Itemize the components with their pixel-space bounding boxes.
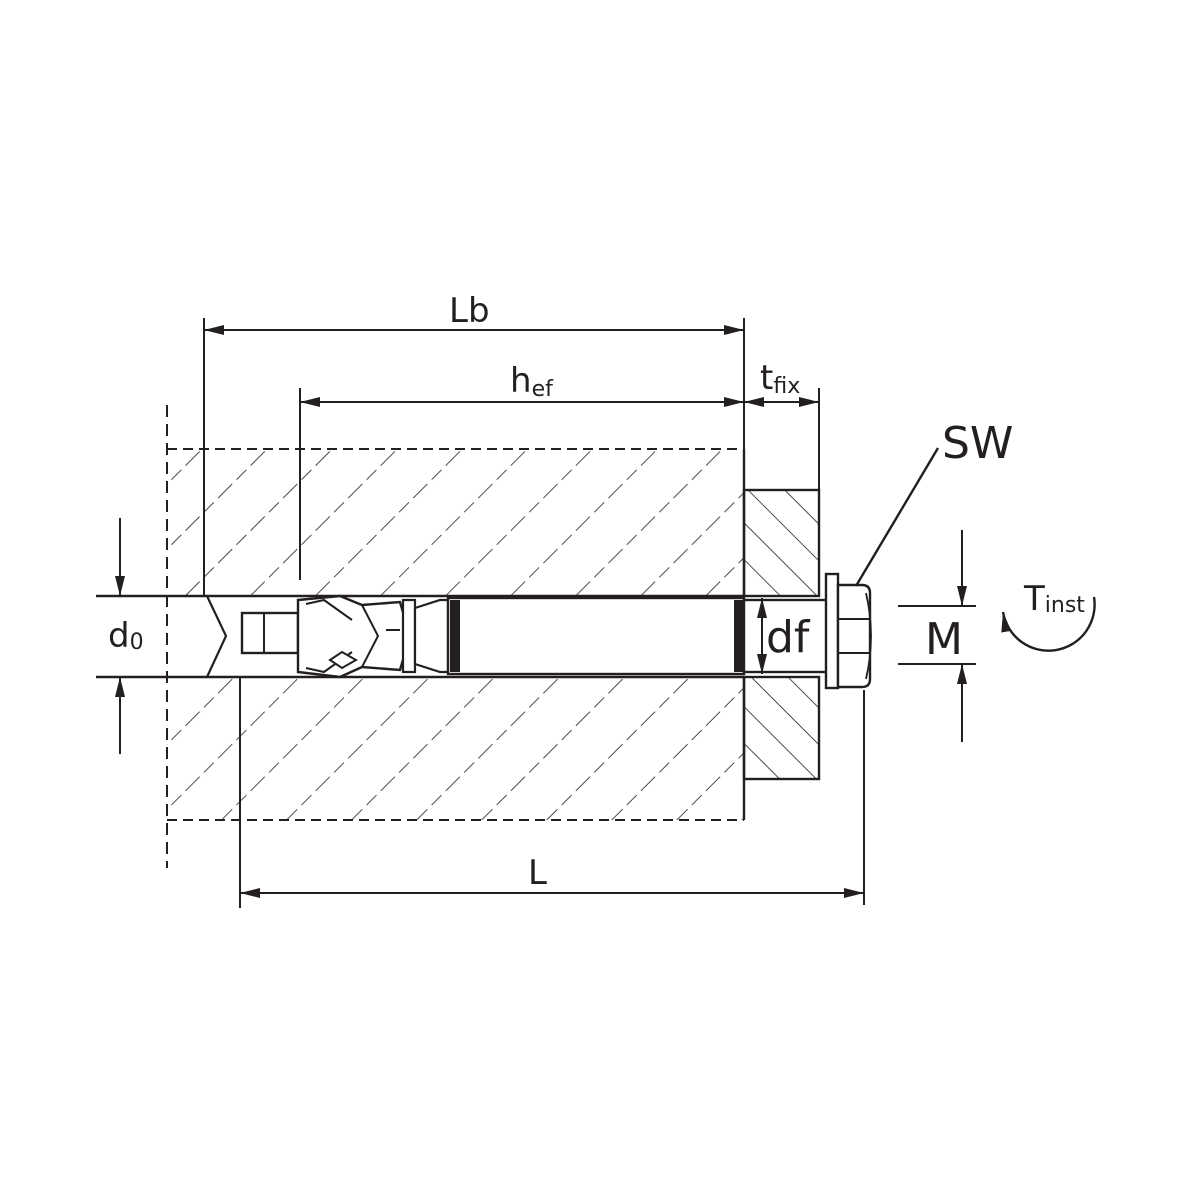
labels: Lb hef tfix SW d0 df M Tinst L [108, 291, 1085, 893]
clip-cone-edge [361, 604, 380, 668]
tinst-rotation-arrow [1001, 596, 1096, 652]
tfix-label-sub: fix [773, 374, 800, 399]
tinst-label: Tinst [1023, 579, 1085, 619]
df-label: df [766, 612, 811, 663]
expansion-clip [296, 594, 412, 679]
hef-label: hef [510, 361, 554, 402]
shank-ring-left [450, 600, 460, 672]
d0-label-sub: 0 [130, 630, 144, 655]
clip-slot-upper [305, 598, 353, 621]
anchor-bolt [240, 572, 872, 690]
sw-leader-line [854, 447, 940, 587]
base-material-lower-hatch [167, 677, 744, 820]
bolt-cone [413, 598, 450, 674]
hef-label-main: h [510, 361, 532, 401]
drill-hole-tip [206, 595, 228, 678]
fixture-plate-upper [742, 488, 821, 598]
tinst-label-main: T [1023, 579, 1045, 619]
lb-label: Lb [449, 291, 490, 331]
bolt-collar [401, 598, 417, 674]
tfix-label-main: t [760, 358, 773, 398]
dimensions [115, 318, 1096, 908]
fixture-plate-lower [742, 675, 821, 781]
base-material-upper-hatch [167, 449, 744, 596]
hef-label-sub: ef [532, 377, 555, 402]
hex-nut-chamfer [865, 592, 872, 680]
clip-diamond-mark [328, 650, 359, 670]
tfix-label: tfix [760, 358, 800, 399]
m-label: M [925, 614, 963, 665]
d0-label-main: d [108, 616, 130, 656]
tinst-label-sub: inst [1045, 593, 1086, 618]
fixture-plate [742, 488, 821, 781]
d0-label: d0 [108, 616, 144, 656]
bolt-shank [446, 596, 746, 676]
sw-label: SW [942, 418, 1013, 469]
shank-ring-right [734, 600, 744, 672]
hex-nut [836, 583, 872, 689]
washer [824, 572, 840, 690]
bolt-threaded-tip [240, 611, 300, 655]
l-label: L [528, 853, 547, 893]
